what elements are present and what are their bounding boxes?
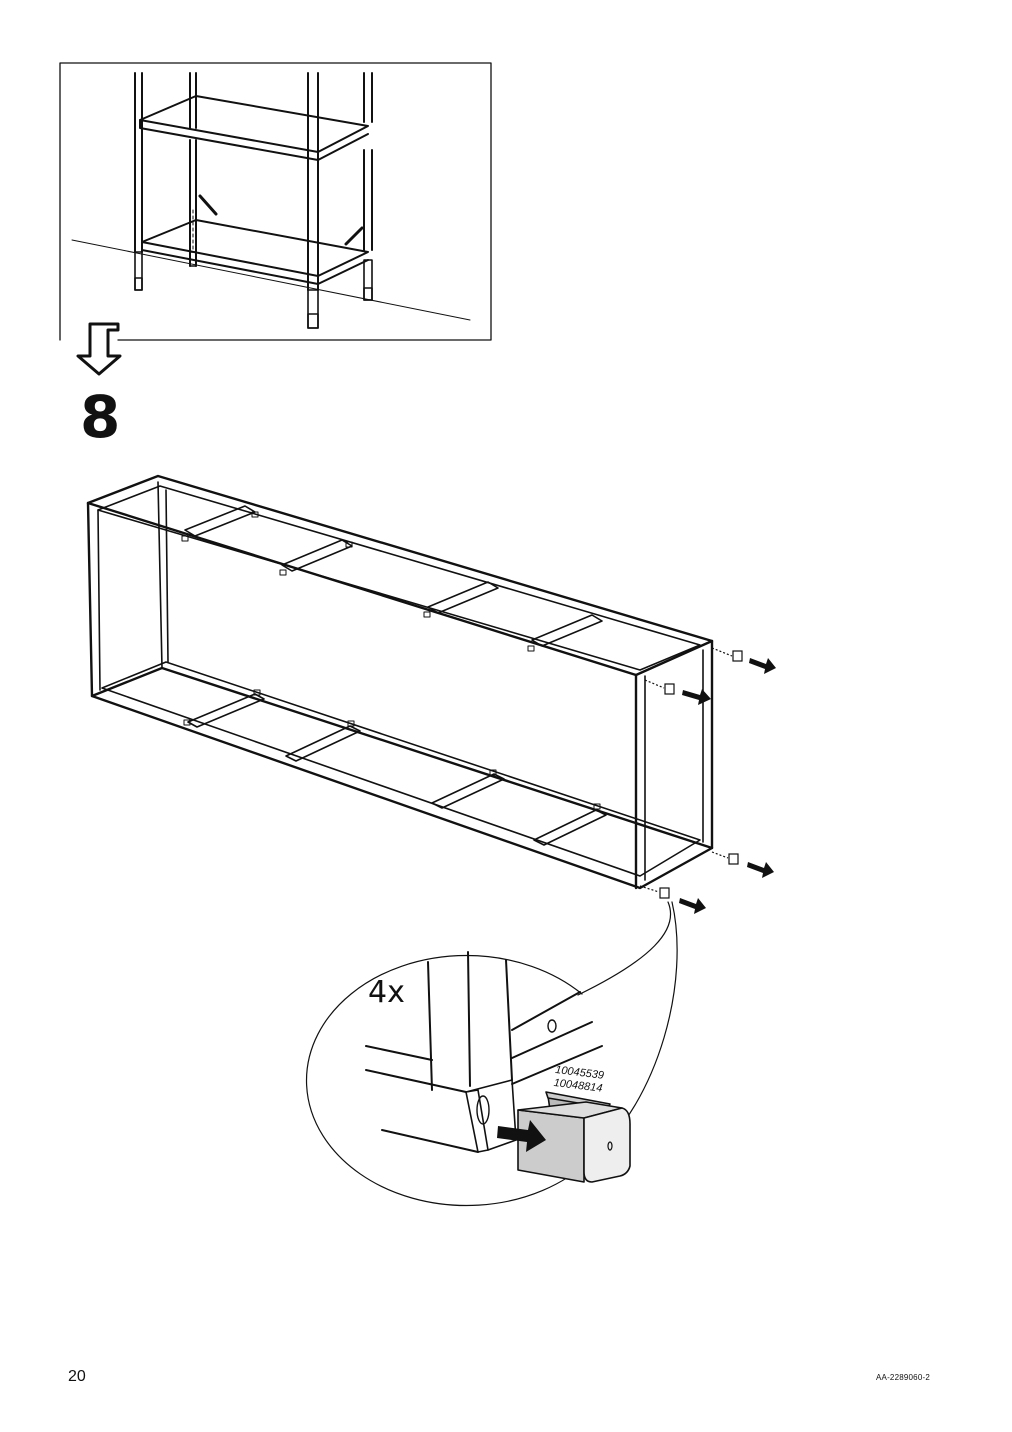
step-number: 8 — [80, 383, 121, 451]
insertion-arrow-icon — [497, 1120, 546, 1152]
frame-assembly — [86, 474, 714, 890]
end-cap-top-front — [644, 679, 675, 695]
document-code: AA-2289060-2 — [876, 1373, 930, 1382]
page-number: 20 — [68, 1368, 86, 1385]
quantity-label: 4x — [368, 975, 405, 1010]
solid-arrow-right-icon — [679, 658, 776, 914]
end-cap-top-right — [711, 647, 743, 662]
previous-step-preview — [59, 62, 492, 341]
end-cap-bottom-front — [639, 885, 670, 899]
end-caps — [639, 647, 743, 899]
end-cap-bottom-right — [711, 851, 739, 865]
detail-callout — [305, 901, 678, 1207]
hollow-down-arrow-icon — [76, 322, 122, 376]
